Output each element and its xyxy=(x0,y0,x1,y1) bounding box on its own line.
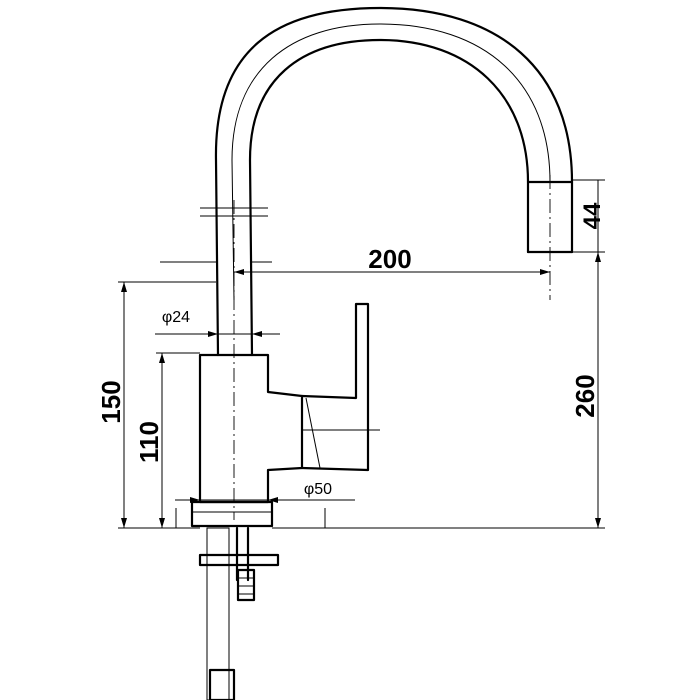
spout xyxy=(200,6,574,357)
dim-tube-diameter: φ24 xyxy=(162,309,190,326)
dim-body-height-150: 150 xyxy=(96,380,126,423)
faucet-body xyxy=(190,302,380,528)
dim-outlet-height: 44 xyxy=(579,202,606,229)
dim-total-height: 260 xyxy=(570,374,600,417)
dim-body-height-110: 110 xyxy=(134,421,164,463)
supply-hoses xyxy=(198,526,280,700)
dim-spout-reach: 200 xyxy=(368,244,411,274)
dimension-lines xyxy=(118,179,605,529)
dim-base-diameter: φ50 xyxy=(304,481,332,498)
center-lines xyxy=(233,175,551,520)
